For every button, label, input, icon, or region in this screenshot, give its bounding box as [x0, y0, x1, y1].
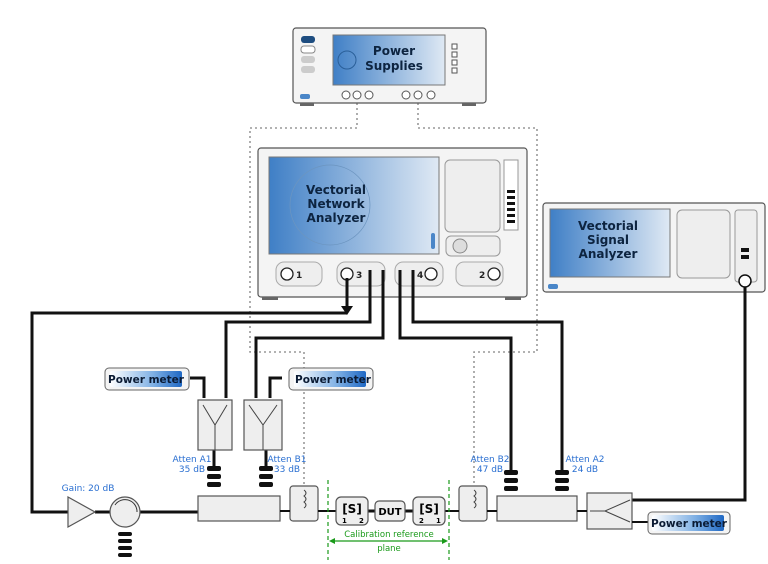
amplifier-gain-label: Gain: 20 dB: [62, 484, 115, 494]
circulator: [109, 496, 141, 557]
svg-text:DUT: DUT: [378, 507, 401, 518]
directional-coupler-1: [197, 495, 281, 522]
svg-text:1: 1: [436, 517, 441, 525]
svg-text:Vectorial: Vectorial: [306, 183, 366, 197]
svg-text:Analyzer: Analyzer: [307, 211, 366, 225]
svg-text:1: 1: [342, 517, 347, 525]
svg-text:Network: Network: [307, 197, 365, 211]
svg-text:Signal: Signal: [587, 233, 629, 247]
power-splitters: [197, 399, 633, 530]
bias-tees: [280, 485, 587, 522]
power-icon: [337, 50, 357, 70]
svg-text:Power meter: Power meter: [108, 374, 185, 386]
power-meter-3[interactable]: Power meter: [632, 511, 731, 535]
svg-text:Atten A1: Atten A1: [172, 455, 211, 465]
port-3-label: 3: [356, 271, 362, 281]
svg-text:2: 2: [359, 517, 364, 525]
rf-cables: [30, 270, 747, 514]
dc-wiring: [249, 103, 538, 500]
s-parameter-block-left: [335, 496, 369, 526]
svg-text:24 dB: 24 dB: [572, 465, 598, 475]
svg-text:Power meter: Power meter: [295, 374, 372, 386]
power-meter-1[interactable]: Power meter: [104, 367, 190, 391]
vector-signal-analyzer[interactable]: Vectorial Signal Analyzer: [542, 202, 766, 293]
dut-chain: [S] 1 2 DUT [S] 2 1: [335, 496, 446, 526]
svg-text:Supplies: Supplies: [365, 59, 423, 73]
attenuators: [207, 466, 569, 491]
power-meter-2[interactable]: Power meter: [288, 367, 374, 391]
attenuator-labels: Atten A1 35 dB Atten B1 33 dB Atten B2 4…: [172, 455, 604, 475]
svg-text:plane: plane: [377, 544, 401, 554]
svg-text:35 dB: 35 dB: [179, 465, 205, 475]
svg-text:Analyzer: Analyzer: [579, 247, 638, 261]
svg-text:Atten B2: Atten B2: [470, 455, 509, 465]
s-parameter-block-right: [412, 496, 446, 526]
svg-text:Vectorial: Vectorial: [578, 219, 638, 233]
port-2-label: 2: [479, 271, 485, 281]
calibration-reference-plane: Calibration reference plane: [327, 480, 450, 560]
directional-coupler-2: [496, 495, 578, 522]
svg-text:[S]: [S]: [342, 502, 362, 516]
power-supplies-label: Power: [373, 44, 415, 58]
amplifier: Gain: 20 dB: [62, 484, 115, 529]
svg-text:Calibration reference: Calibration reference: [344, 530, 434, 540]
dut-block: [374, 500, 406, 522]
svg-text:33 dB: 33 dB: [274, 465, 300, 475]
vector-network-analyzer[interactable]: Vectorial Network Analyzer 1 3 4 2: [257, 147, 528, 300]
svg-text:2: 2: [419, 517, 424, 525]
svg-text:47 dB: 47 dB: [477, 465, 503, 475]
port-4-label: 4: [417, 271, 423, 281]
svg-text:Atten B1: Atten B1: [267, 455, 306, 465]
svg-text:Atten A2: Atten A2: [565, 455, 604, 465]
svg-text:Power meter: Power meter: [651, 518, 728, 530]
power-supplies-instrument[interactable]: Power Supplies: [292, 27, 487, 106]
port-1-label: 1: [296, 271, 302, 281]
svg-text:[S]: [S]: [419, 502, 439, 516]
